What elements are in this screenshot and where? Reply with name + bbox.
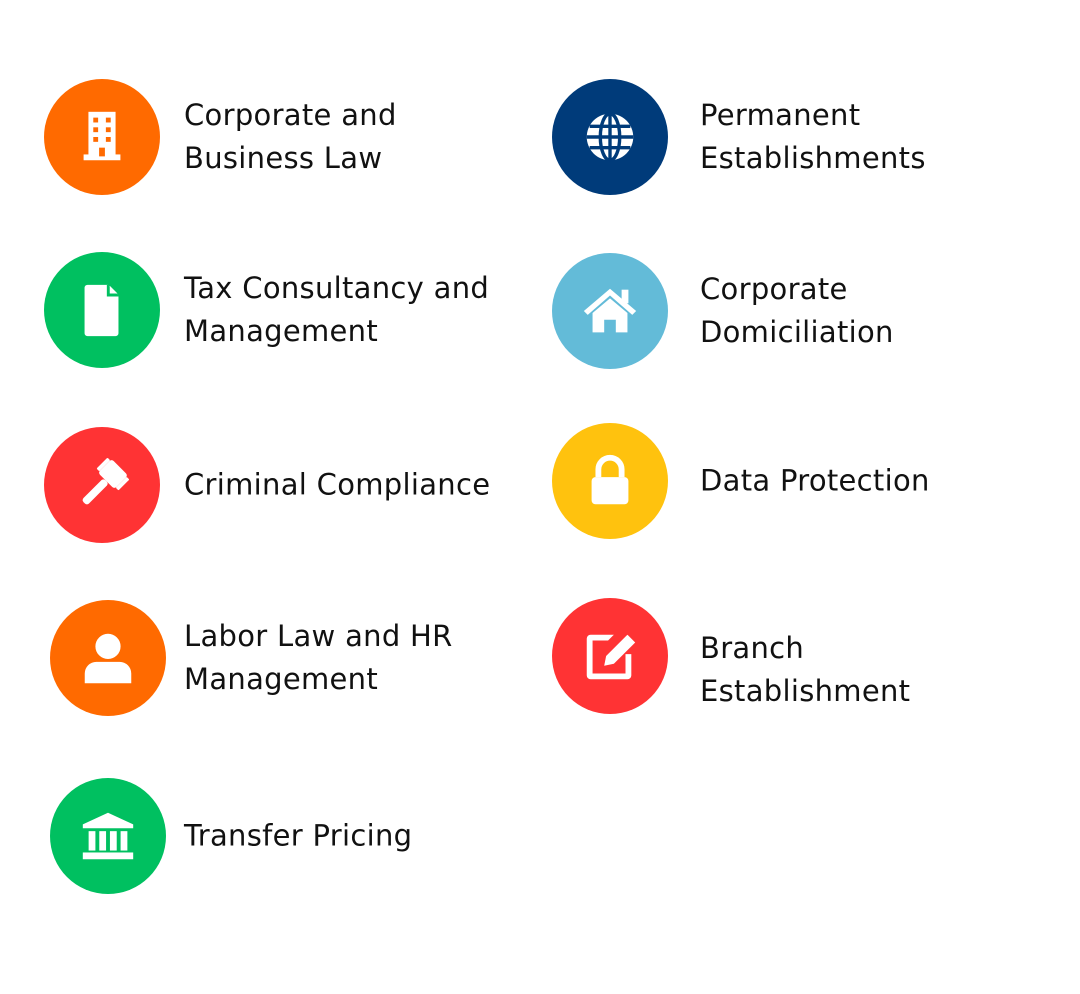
gavel-icon [82,458,129,505]
edit-icon [586,634,636,680]
bank-icon [82,812,134,860]
service-label: Branch Establishment [700,631,911,709]
service-permanent-establishments: Permanent Establishments [552,77,1052,197]
service-branch-establishment: Branch Establishment [552,596,1052,716]
icon-circle [44,79,160,195]
user-icon [84,633,132,684]
icon-circle [44,427,160,543]
house-icon [583,288,637,333]
service-label: Transfer Pricing [184,818,413,853]
icon-circle [552,253,668,369]
service-labor-law-hr: Labor Law and HR Management [50,598,550,718]
globe-icon [586,112,634,162]
service-tax-consultancy: Tax Consultancy and Management [44,250,544,370]
icon-circle [44,252,160,368]
document-icon [84,284,119,337]
lock-icon [591,454,629,505]
service-label: Corporate and Business Law [184,98,397,175]
icon-circle [552,79,668,195]
service-criminal-compliance: Criminal Compliance [44,425,544,545]
icon-circle [50,778,166,894]
service-label: Corporate Domiciliation [700,272,894,349]
service-label: Criminal Compliance [184,467,491,502]
service-corporate-domiciliation: Corporate Domiciliation [552,251,1052,371]
icon-circle [50,600,166,716]
service-label: Tax Consultancy and Management [184,271,490,348]
icon-circle [552,423,668,539]
building-icon [83,111,121,161]
service-transfer-pricing: Transfer Pricing [50,776,550,896]
icon-circle [552,598,668,714]
service-corporate-business-law: Corporate and Business Law [44,77,544,197]
service-label: Labor Law and HR Management [184,619,453,696]
service-label: Permanent Establishments [700,98,926,175]
service-data-protection: Data Protection [552,421,1052,541]
service-label: Data Protection [700,463,930,498]
